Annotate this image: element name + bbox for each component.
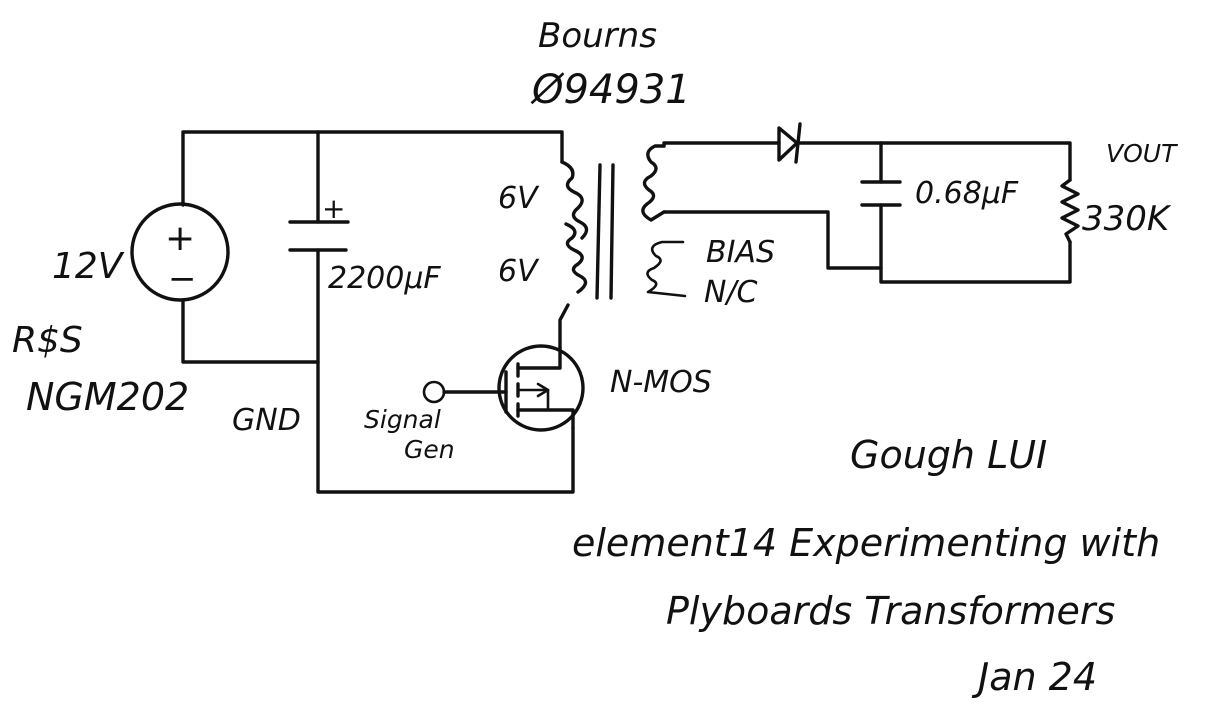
ground-label: GND bbox=[232, 403, 301, 438]
supply-brand-label: R$S bbox=[12, 320, 83, 361]
output-cap-label: 0.68μF bbox=[915, 176, 1019, 211]
bias-label-line2: N/C bbox=[704, 275, 758, 310]
supply-plus-sign: + bbox=[165, 218, 195, 259]
load-resistor-symbol bbox=[1060, 178, 1080, 244]
vout-label: VOUT bbox=[1106, 139, 1178, 168]
mosfet-symbol bbox=[422, 344, 585, 432]
transformer-brand-label: Bourns bbox=[538, 16, 657, 56]
title-note-line2: Plyboards Transformers bbox=[666, 589, 1115, 633]
component-labels: Bourns Ø94931 12V R$S NGM202 GND 2200μF … bbox=[12, 16, 1178, 464]
output-capacitor-symbol bbox=[860, 180, 902, 207]
transformer-part-label: Ø94931 bbox=[530, 67, 691, 113]
author-note: Gough LUI bbox=[850, 433, 1047, 477]
supply-voltage-label: 12V bbox=[52, 246, 125, 287]
supply-minus-sign: − bbox=[168, 259, 197, 299]
power-supply-symbol: + − bbox=[130, 202, 230, 302]
output-res-label: 330K bbox=[1082, 199, 1172, 239]
input-cap-polarity: + bbox=[322, 192, 345, 225]
supply-model-label: NGM202 bbox=[26, 375, 189, 419]
primary-wiring bbox=[181, 130, 575, 494]
input-capacitor-symbol: + bbox=[288, 192, 350, 252]
winding-top-label: 6V bbox=[498, 181, 540, 216]
signal-gen-label-line1: Signal bbox=[364, 405, 441, 434]
handwritten-notes: Gough LUI element14 Experimenting with P… bbox=[572, 433, 1160, 699]
bias-label-line1: BIAS bbox=[706, 235, 775, 270]
input-cap-value-label: 2200μF bbox=[328, 261, 441, 296]
date-note: Jan 24 bbox=[971, 655, 1097, 699]
winding-bottom-label: 6V bbox=[498, 254, 540, 289]
signal-gen-label-line2: Gen bbox=[404, 435, 455, 464]
transformer-symbol bbox=[560, 144, 687, 300]
mosfet-label: N-MOS bbox=[610, 365, 712, 400]
rectifier-diode-symbol bbox=[777, 122, 802, 164]
secondary-wiring bbox=[662, 141, 1072, 284]
title-note-line1: element14 Experimenting with bbox=[572, 521, 1160, 565]
